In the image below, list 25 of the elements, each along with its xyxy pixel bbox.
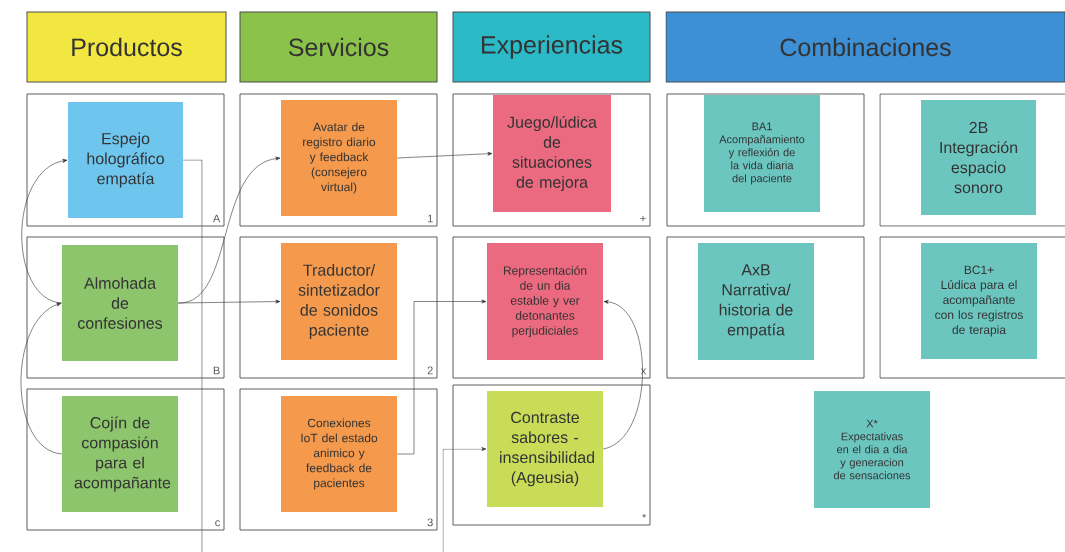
sticky-note: Avatar de registro diario y feedback (consejero virtual): [281, 100, 397, 216]
arrow: [177, 299, 281, 304]
sticky-note: AxB Narrativa/ historia de empatía: [698, 243, 814, 360]
sticky-note: Traductor/ sintetizador de sonidos paciente: [281, 243, 397, 360]
column-header: Servicios: [239, 11, 438, 83]
sticky-note: X* Expectativas en el dia a dia y generacion de sensaciones: [814, 391, 930, 508]
sticky-note: Conexiones IoT del estado animico y feedback de pacientes: [281, 396, 397, 512]
arrow: [21, 159, 68, 304]
sticky-note: Cojín de compasión para el acompañante: [62, 396, 178, 512]
sticky-note: BC1+ Lúdica para el acompañante con los registros de terapia: [921, 243, 1037, 359]
column-header: Productos: [26, 11, 227, 83]
arrow: [396, 299, 487, 455]
column-header: Experiencias: [452, 11, 651, 83]
column-header: Combinaciones: [665, 11, 1065, 83]
arrow: [442, 447, 487, 552]
sticky-note: 2B Integración espacio sonoro: [921, 100, 1036, 215]
arrow: [20, 302, 63, 455]
arrow: [602, 299, 643, 450]
sticky-note: Contraste sabores - insensibilidad (Ageusia): [487, 391, 603, 507]
sticky-note: BA1 Acompañamiento y reflexión de la vida diaria del paciente: [704, 95, 820, 212]
sticky-note: Representación de un dia estable y ver detonantes perjudiciales: [487, 243, 603, 360]
sticky-note: Almohada de confesiones: [62, 245, 178, 361]
sticky-note: Juego/lúdica de situaciones de mejora: [493, 95, 611, 212]
arrow: [396, 151, 493, 159]
sticky-note: Espejo holográfico empatía: [68, 102, 183, 218]
